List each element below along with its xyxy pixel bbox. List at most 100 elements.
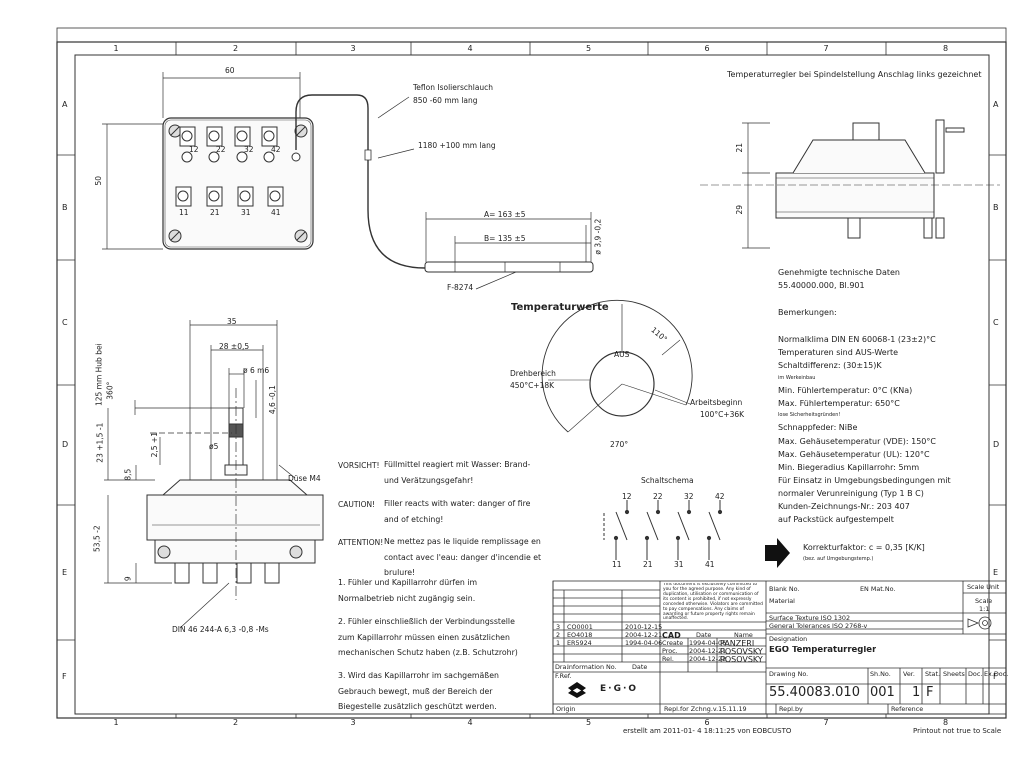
row-label-right: B (993, 202, 999, 212)
dial-aus: AUS (614, 350, 630, 359)
dim-28: 28 ±0,5 (219, 342, 250, 351)
revision-info: ER5924 (567, 640, 592, 647)
row-label-right: F (993, 672, 998, 681)
schema-top-12: 12 (622, 492, 632, 501)
blank-no: Blank No. (769, 586, 800, 593)
note-1: 1. Fühler und Kapillarrohr dürfen im Nor… (338, 578, 478, 603)
column-label-top: 3 (350, 44, 356, 53)
material-label: Material (769, 598, 795, 605)
tube-label: Teflon Isolierschlauch (413, 83, 494, 92)
tube-length-1: 850 -60 mm lang (413, 96, 478, 105)
dim-29: 29 (735, 204, 745, 215)
terminal-11: 11 (179, 208, 189, 217)
tech-line-12: Kunden-Zeichnungs-Nr.: 203 407 (778, 502, 910, 511)
revision-date: 2010-12-15 (625, 624, 663, 631)
row-label-left: D (62, 440, 69, 449)
revision-info: CO0001 (567, 624, 593, 631)
en-mat-no: EN Mat.No. (860, 586, 896, 593)
row-label-right: A (993, 100, 999, 109)
tech-remarks: Bemerkungen: (778, 308, 837, 317)
rel-name: POSOVSKY (720, 655, 763, 664)
schema-bottom-21: 21 (643, 560, 653, 569)
column-label-bottom: 3 (350, 718, 356, 727)
tech-line-8: Max. Gehäusetemperatur (UL): 120°C (778, 450, 930, 459)
scale-label: Scale (975, 598, 993, 605)
title-block-lines (552, 580, 1007, 715)
schema-node (675, 535, 681, 541)
proc-label: Proc. (662, 648, 678, 655)
tech-line-2: Temperaturen sind AUS-Werte (778, 348, 899, 357)
correction-factor: Korrekturfaktor: c = 0,35 [K/K] (803, 543, 925, 552)
proc-date: 2004-12-21 (689, 648, 727, 655)
column-label-bottom: 7 (823, 718, 829, 727)
rel-date: 2004-12-22 (689, 656, 727, 663)
column-label-top: 5 (586, 44, 592, 53)
schema-bottom-11: 11 (612, 560, 622, 569)
designation-label: Designation (769, 636, 808, 643)
dim-diameter: ø 3,9 -0,2 (593, 218, 603, 255)
tech-small-1: im Werkeinbau (778, 375, 816, 381)
row-label-left: B (62, 202, 68, 212)
column-label-bottom: 1 (113, 718, 119, 727)
version: 1 (912, 686, 921, 700)
warning-label-fr: ATTENTION! (338, 538, 384, 547)
dial-title: Temperaturwerte (511, 302, 609, 313)
rev-head-date: Date (632, 664, 648, 671)
row-label-right: E (993, 567, 999, 577)
schema-top-42: 42 (715, 492, 725, 501)
note-2: 2. Fühler einschließlich der Verbindungs… (338, 617, 518, 657)
column-label-top: 8 (943, 44, 949, 53)
general-tolerances: General Tolerances ISO 2768-v (769, 623, 868, 630)
terminal-42: 42 (271, 145, 281, 154)
drawing-no-label: Drawing No. (769, 671, 809, 678)
dim-25: 2,5 +1 (150, 432, 159, 458)
terminal-22: 22 (216, 145, 226, 154)
scale-value: 1:1 (979, 606, 990, 613)
note-3: 3. Wird das Kapillarrohr im sachgemäßen … (338, 671, 499, 711)
schema-node (686, 509, 692, 515)
correction-arrow-icon (765, 538, 790, 568)
warning-label-en: CAUTION! (338, 500, 376, 509)
scale-unit: Scale Unit (967, 584, 1000, 591)
switching-schema (603, 500, 723, 560)
dial-arbeitsbeginn: Arbeitsbeginn (690, 398, 743, 407)
tech-line-9: Min. Biegeradius Kapillarrohr: 5mm (778, 463, 920, 472)
column-label-bottom: 8 (943, 718, 949, 727)
ex-doc-label: Ex.Doc. (984, 671, 1009, 678)
dim-width: 60 (225, 66, 235, 75)
tech-line-11: normaler Verunreinigung (Typ 1 B C) (778, 489, 924, 498)
revision-date: 1994-04-06 (625, 640, 663, 647)
doc-label: Doc. (968, 671, 983, 678)
dim-535: 53,5 -2 (92, 525, 102, 552)
dim-5: ø5 (209, 442, 219, 451)
create-name: PANZERI (720, 639, 755, 648)
dim-height: 50 (94, 175, 104, 186)
tech-line-10: Für Einsatz in Umgebungsbedingungen mit (778, 476, 951, 485)
rel-label: Rel. (662, 656, 674, 663)
column-label-top: 1 (113, 44, 119, 53)
terminal-41: 41 (271, 208, 281, 217)
column-label-top: 7 (823, 44, 829, 53)
reference-label: Reference (891, 706, 924, 713)
header-note: Temperaturregler bei Spindelstellung Ans… (727, 70, 982, 79)
row-label-right: C (993, 317, 999, 327)
terminal-31: 31 (241, 208, 251, 217)
proc-name: POSOVSKY (720, 647, 763, 656)
schema-node (717, 509, 723, 515)
revision-idx: 2 (556, 632, 561, 639)
footer-created: erstellt am 2011-01- 4 18:11:25 von EOBC… (623, 727, 792, 735)
schema-title: Schaltschema (641, 476, 694, 485)
version-label: Ver. (903, 671, 915, 678)
create-label: Create (662, 640, 684, 647)
rev-head-info: Information No. (567, 664, 617, 671)
column-label-bottom: 5 (586, 718, 592, 727)
schema-bottom-31: 31 (674, 560, 684, 569)
grid-marks (57, 42, 1006, 718)
revision-idx: 3 (556, 624, 561, 631)
copyright-notice: This document is exclusively committed t… (663, 583, 763, 621)
tech-line-1: Normalklima DIN EN 60068-1 (23±2)°C (778, 335, 936, 344)
dim-46: 4,6 -0,1 (267, 385, 277, 415)
dial-diagram (541, 299, 693, 433)
dial-drehbereich-val: 450°C+18K (510, 381, 555, 390)
